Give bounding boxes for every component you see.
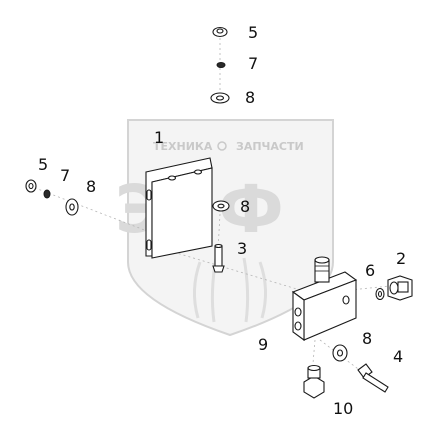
nut-5-top [212,26,228,38]
callout-5-top: 5 [248,23,258,42]
washer-8-left [65,198,79,216]
callout-8-lower: 8 [362,329,372,348]
lock-washer-7-top [216,62,226,68]
callout-1: 1 [154,128,164,147]
washer-6 [375,287,385,301]
callout-3: 3 [237,239,247,258]
watermark-left-text: ТЕХНИКА [153,140,213,153]
valve-block-9 [291,256,358,342]
callout-8-top: 8 [245,88,255,107]
lock-washer-7-left [43,189,51,199]
callout-7-left: 7 [60,166,70,185]
callout-4: 4 [393,347,403,366]
callout-6: 6 [365,261,375,280]
washer-8-top [210,92,230,104]
callout-labels: 5 7 8 1 5 7 8 8 3 2 6 9 8 4 10 [38,23,406,418]
bolt-4 [357,363,389,393]
callout-5-left: 5 [38,155,48,174]
callout-9: 9 [258,335,268,354]
washer-8-center [212,200,230,212]
fitting-10 [303,364,325,399]
stud-3 [212,243,225,273]
washer-8-lower [332,344,348,362]
watermark-right-text: ЗАПЧАСТИ [236,140,304,153]
watermark-gear-icon [217,141,227,151]
callout-7-top: 7 [248,54,258,73]
nut-5-left [25,179,37,193]
callout-8-left: 8 [86,177,96,196]
bracket-1 [145,157,213,259]
fitting-2 [387,275,413,301]
callout-8-center: 8 [240,197,250,216]
callout-2: 2 [396,249,406,268]
callout-10: 10 [333,399,353,418]
